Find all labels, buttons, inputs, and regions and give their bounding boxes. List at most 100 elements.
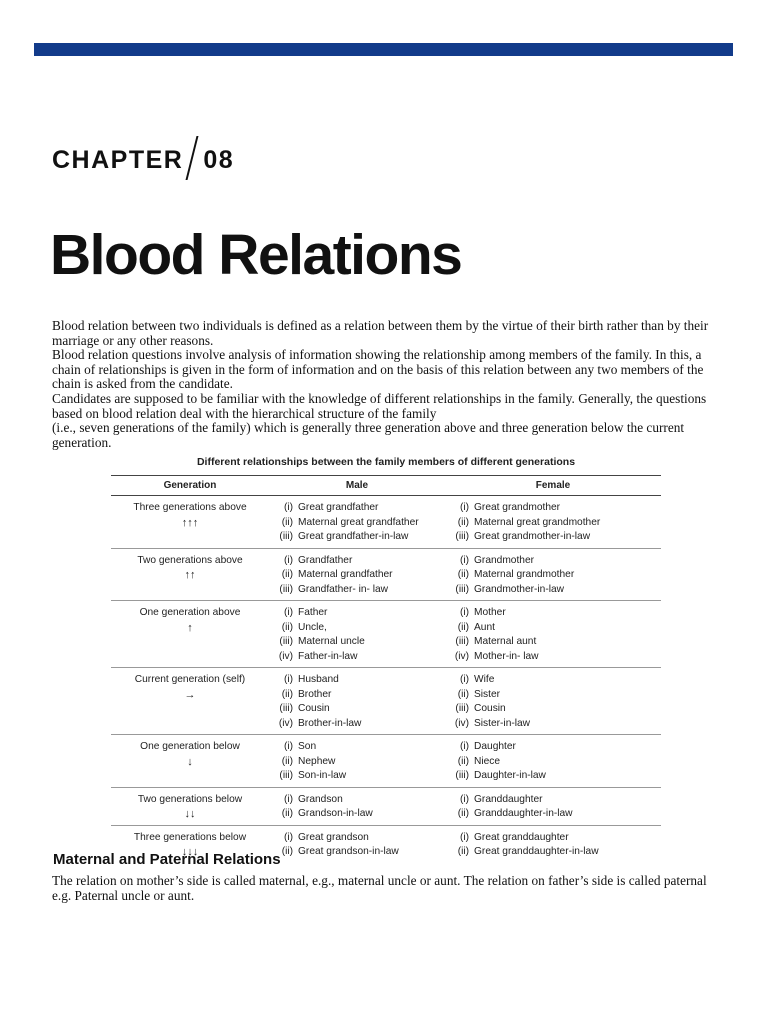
- relation-name: Brother: [298, 688, 332, 700]
- generation-label: Three generations above: [133, 502, 247, 513]
- male-relation-item: (ii)Brother: [269, 688, 445, 703]
- relation-name: Son: [298, 741, 317, 752]
- item-numeral: (ii): [457, 621, 469, 633]
- female-relation-item: (iii)Great grandmother-in-law: [445, 530, 661, 545]
- item-numeral: (i): [459, 793, 469, 805]
- item-numeral: (iii): [455, 583, 469, 595]
- generation-arrow-icon: ↑↑↑: [181, 516, 199, 529]
- item-numeral: (iii): [455, 531, 469, 542]
- female-relation-item: (iii) Grandmother-in-law: [445, 583, 661, 598]
- male-relation-item: (i)Father: [269, 606, 445, 621]
- relation-name: Brother-in-law: [298, 717, 362, 729]
- intro-paragraph: (i.e., seven generations of the family) …: [52, 420, 685, 450]
- generation-cell: One generation above↑: [111, 600, 269, 668]
- table-row: Two generations above↑↑ (i) Grandfather (ii…: [111, 548, 661, 601]
- item-numeral: (ii): [281, 516, 293, 528]
- item-numeral: (iv): [278, 717, 293, 729]
- relation-name: Grandmother-in-law: [474, 583, 565, 595]
- item-numeral: (iii): [279, 703, 293, 714]
- header-female: Female: [445, 475, 661, 496]
- item-numeral: (iv): [454, 650, 469, 662]
- item-numeral: (i): [283, 607, 293, 618]
- item-numeral: (ii): [457, 569, 469, 580]
- generation-cell: Current generation (self)→: [111, 667, 269, 735]
- generation-label: One generation below: [140, 741, 240, 752]
- item-numeral: (ii): [457, 808, 469, 819]
- relation-name: Grandmother: [474, 554, 535, 566]
- relation-name: Grandson-in-law: [298, 808, 373, 819]
- male-cell: (i)Great grandfather(ii)Maternal great g…: [269, 495, 445, 549]
- item-numeral: (iv): [278, 650, 293, 662]
- relation-name: Great grandson: [298, 831, 369, 843]
- generation-arrow-icon: ↓: [187, 755, 193, 768]
- female-cell: (i)Mother(ii)Aunt(iii)Maternal aunt(iv)M…: [445, 600, 661, 668]
- female-relation-item: (iii)Cousin: [445, 702, 661, 717]
- relation-name: Cousin: [474, 703, 506, 714]
- female-relation-item: (ii) Granddaughter-in-law: [445, 807, 661, 822]
- male-relation-item: (i)Son: [269, 740, 445, 755]
- generation-cell: One generation below ↓: [111, 734, 269, 788]
- relation-name: Maternal aunt: [474, 636, 537, 647]
- relation-name: Father-in-law: [298, 650, 358, 662]
- relation-name: Granddaughter-in-law: [474, 808, 573, 819]
- item-numeral: (iii): [455, 636, 469, 647]
- relation-name: Great grandson-in-law: [298, 846, 399, 857]
- male-relation-item: (i)Husband: [269, 673, 445, 688]
- intro-text: Blood relation between two individuals i…: [52, 318, 724, 450]
- generation-arrow-icon: ↓↓: [184, 808, 196, 820]
- page-title: Blood Relations: [50, 223, 463, 287]
- female-cell: (i) Granddaughter (ii) Granddaughter-in-law: [445, 787, 661, 826]
- relation-name: Maternal great grandmother: [474, 516, 601, 528]
- female-relation-item: (i)Daughter: [445, 740, 661, 755]
- male-relation-item: (i)Grandson: [269, 793, 445, 808]
- item-numeral: (i): [459, 554, 469, 566]
- intro-paragraph: Blood relation between two individuals i…: [52, 318, 709, 348]
- female-cell: (i)Great grandmother(ii)Maternal great g…: [445, 495, 661, 549]
- male-relation-item: (ii)Maternal great grandfather: [269, 516, 445, 531]
- item-numeral: (i): [459, 607, 469, 618]
- item-numeral: (ii): [281, 621, 293, 633]
- intro-paragraph: Candidates are supposed to be familiar w…: [52, 390, 707, 421]
- male-relation-item: (iv) Father-in-law: [269, 650, 445, 665]
- male-relation-item: (iii) Great grandfather-in-law: [269, 530, 445, 545]
- male-relation-item: (i)Great grandfather: [269, 501, 445, 516]
- relation-name: Great grandfather-in-law: [298, 531, 409, 542]
- table-row: One generation below↓(i)Son(ii)Nephew(ii…: [111, 734, 661, 788]
- table-row: Current generation (self)→(i)Husband(ii)…: [111, 667, 661, 735]
- male-relation-item: (ii)Grandson-in-law: [269, 807, 445, 822]
- female-cell: (i)Wife(ii)Sister(iii)Cousin(iv)Sister-i…: [445, 667, 661, 735]
- male-cell: (i)Great grandson(ii)Great grandson-in-l…: [269, 825, 445, 863]
- generation-label: Two generations below: [137, 793, 243, 805]
- generation-label: Current generation (self): [134, 674, 246, 685]
- relation-name: Maternal grandfather: [298, 569, 393, 580]
- female-relation-item: (iii) Maternal aunt: [445, 635, 661, 650]
- section-text: The relation on mother’s side is called …: [52, 873, 707, 903]
- item-numeral: (iii): [279, 636, 293, 647]
- male-relation-item: (ii)Great grandson-in-law: [269, 845, 445, 860]
- item-numeral: (i): [459, 502, 469, 513]
- generation-cell: Two generations above↑↑: [111, 548, 269, 601]
- item-numeral: (i): [283, 502, 293, 513]
- relationships-grid: Generation Male Female Three generations…: [111, 475, 661, 863]
- female-cell: (i) Grandmother (ii) Maternal grandmother (i…: [445, 548, 661, 601]
- relation-name: Great granddaughter-in-law: [474, 846, 599, 857]
- female-relation-item: (ii)Niece: [445, 755, 661, 770]
- male-relation-item: (iii)Grandfather- in- law: [269, 583, 445, 598]
- female-relation-item: (i)Wife: [445, 673, 661, 688]
- item-numeral: (iii): [279, 770, 293, 781]
- generation-label: Two generations above: [137, 554, 243, 566]
- generation-arrow-icon: ↑: [187, 621, 193, 634]
- table-caption: Different relationships between the fami…: [196, 456, 576, 468]
- male-cell: (i)Grandson(ii)Grandson-in-law: [269, 787, 445, 826]
- relation-name: Granddaughter: [474, 793, 543, 805]
- relation-name: Sister: [474, 688, 501, 700]
- intro-paragraph: Blood relation questions involve analysi…: [52, 347, 704, 392]
- item-numeral: (i): [283, 554, 293, 566]
- relation-name: Cousin: [298, 703, 330, 714]
- item-numeral: (iii): [279, 531, 293, 542]
- relation-name: Nephew: [298, 755, 336, 767]
- relation-name: Grandfather: [298, 554, 353, 566]
- item-numeral: (iii): [455, 770, 469, 781]
- relation-name: Maternal grandmother: [474, 569, 575, 580]
- item-numeral: (ii): [457, 516, 469, 528]
